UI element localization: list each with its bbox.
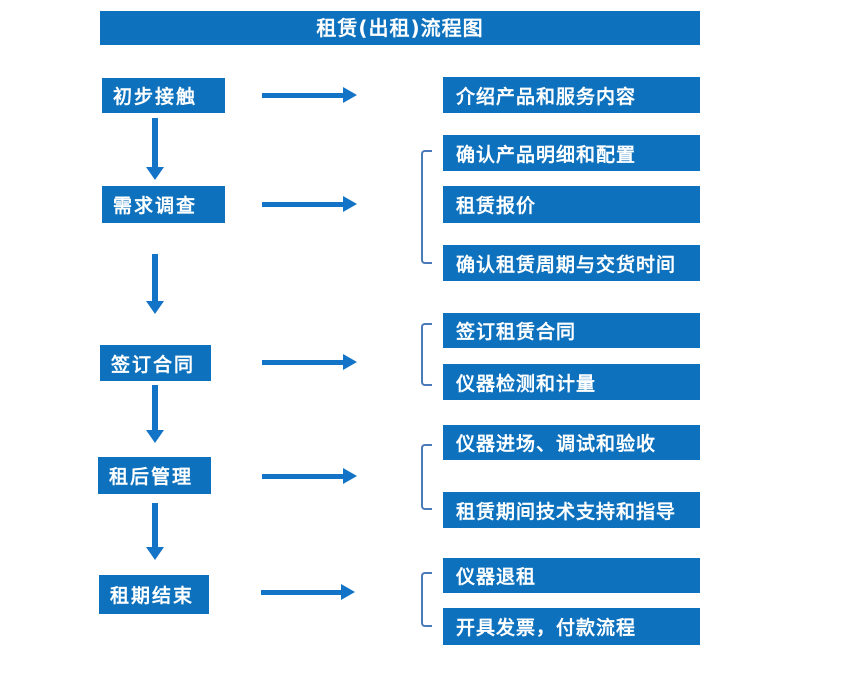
down-arrow-shaft	[152, 385, 158, 431]
step-box-initial-contact: 初步接触	[102, 78, 225, 113]
down-arrow-head	[146, 301, 164, 314]
step-box-post-rental: 租后管理	[98, 457, 211, 494]
down-arrow-1	[146, 118, 164, 180]
down-arrow-shaft	[152, 503, 158, 548]
down-arrow-2	[146, 254, 164, 314]
right-arrow-head	[343, 468, 357, 484]
right-arrow-shaft	[262, 474, 345, 479]
output-box-sign-lease: 签订租赁合同	[443, 313, 700, 348]
right-arrow-5	[261, 584, 355, 601]
bracket-group-2	[421, 150, 432, 264]
down-arrow-3	[146, 385, 164, 443]
flowchart-title: 租赁(出租)流程图	[100, 11, 700, 45]
right-arrow-2	[262, 196, 357, 213]
down-arrow-head	[146, 430, 164, 443]
step-box-lease-end: 租期结束	[99, 575, 209, 614]
step-box-demand-survey: 需求调查	[102, 186, 225, 223]
right-arrow-head	[343, 354, 357, 370]
output-box-confirm-period: 确认租赁周期与交货时间	[443, 245, 700, 281]
bracket-group-4	[421, 444, 432, 510]
right-arrow-3	[262, 354, 357, 371]
down-arrow-head	[146, 547, 164, 560]
down-arrow-shaft	[152, 254, 158, 302]
down-arrow-head	[146, 167, 164, 180]
step-box-sign-contract: 签订合同	[100, 345, 211, 381]
right-arrow-1	[262, 87, 357, 104]
bracket-group-5	[421, 572, 432, 627]
output-box-return-rental: 仪器退租	[443, 558, 700, 593]
right-arrow-shaft	[262, 202, 345, 207]
output-box-intro-products: 介绍产品和服务内容	[443, 77, 700, 113]
output-box-tech-support: 租赁期间技术支持和指导	[443, 492, 700, 528]
right-arrow-head	[343, 87, 357, 103]
bracket-group-3	[421, 323, 432, 386]
down-arrow-4	[146, 503, 164, 560]
output-box-instrument-test: 仪器检测和计量	[443, 364, 700, 400]
right-arrow-head	[341, 584, 355, 600]
right-arrow-shaft	[262, 360, 345, 365]
right-arrow-4	[262, 468, 357, 485]
down-arrow-shaft	[152, 118, 158, 168]
right-arrow-head	[343, 196, 357, 212]
right-arrow-shaft	[262, 93, 345, 98]
output-box-invoice-payment: 开具发票，付款流程	[443, 608, 700, 645]
right-arrow-shaft	[261, 590, 343, 595]
output-box-rental-quote: 租赁报价	[443, 186, 700, 223]
output-box-instrument-setup: 仪器进场、调试和验收	[443, 425, 700, 460]
output-box-confirm-details: 确认产品明细和配置	[443, 135, 700, 171]
